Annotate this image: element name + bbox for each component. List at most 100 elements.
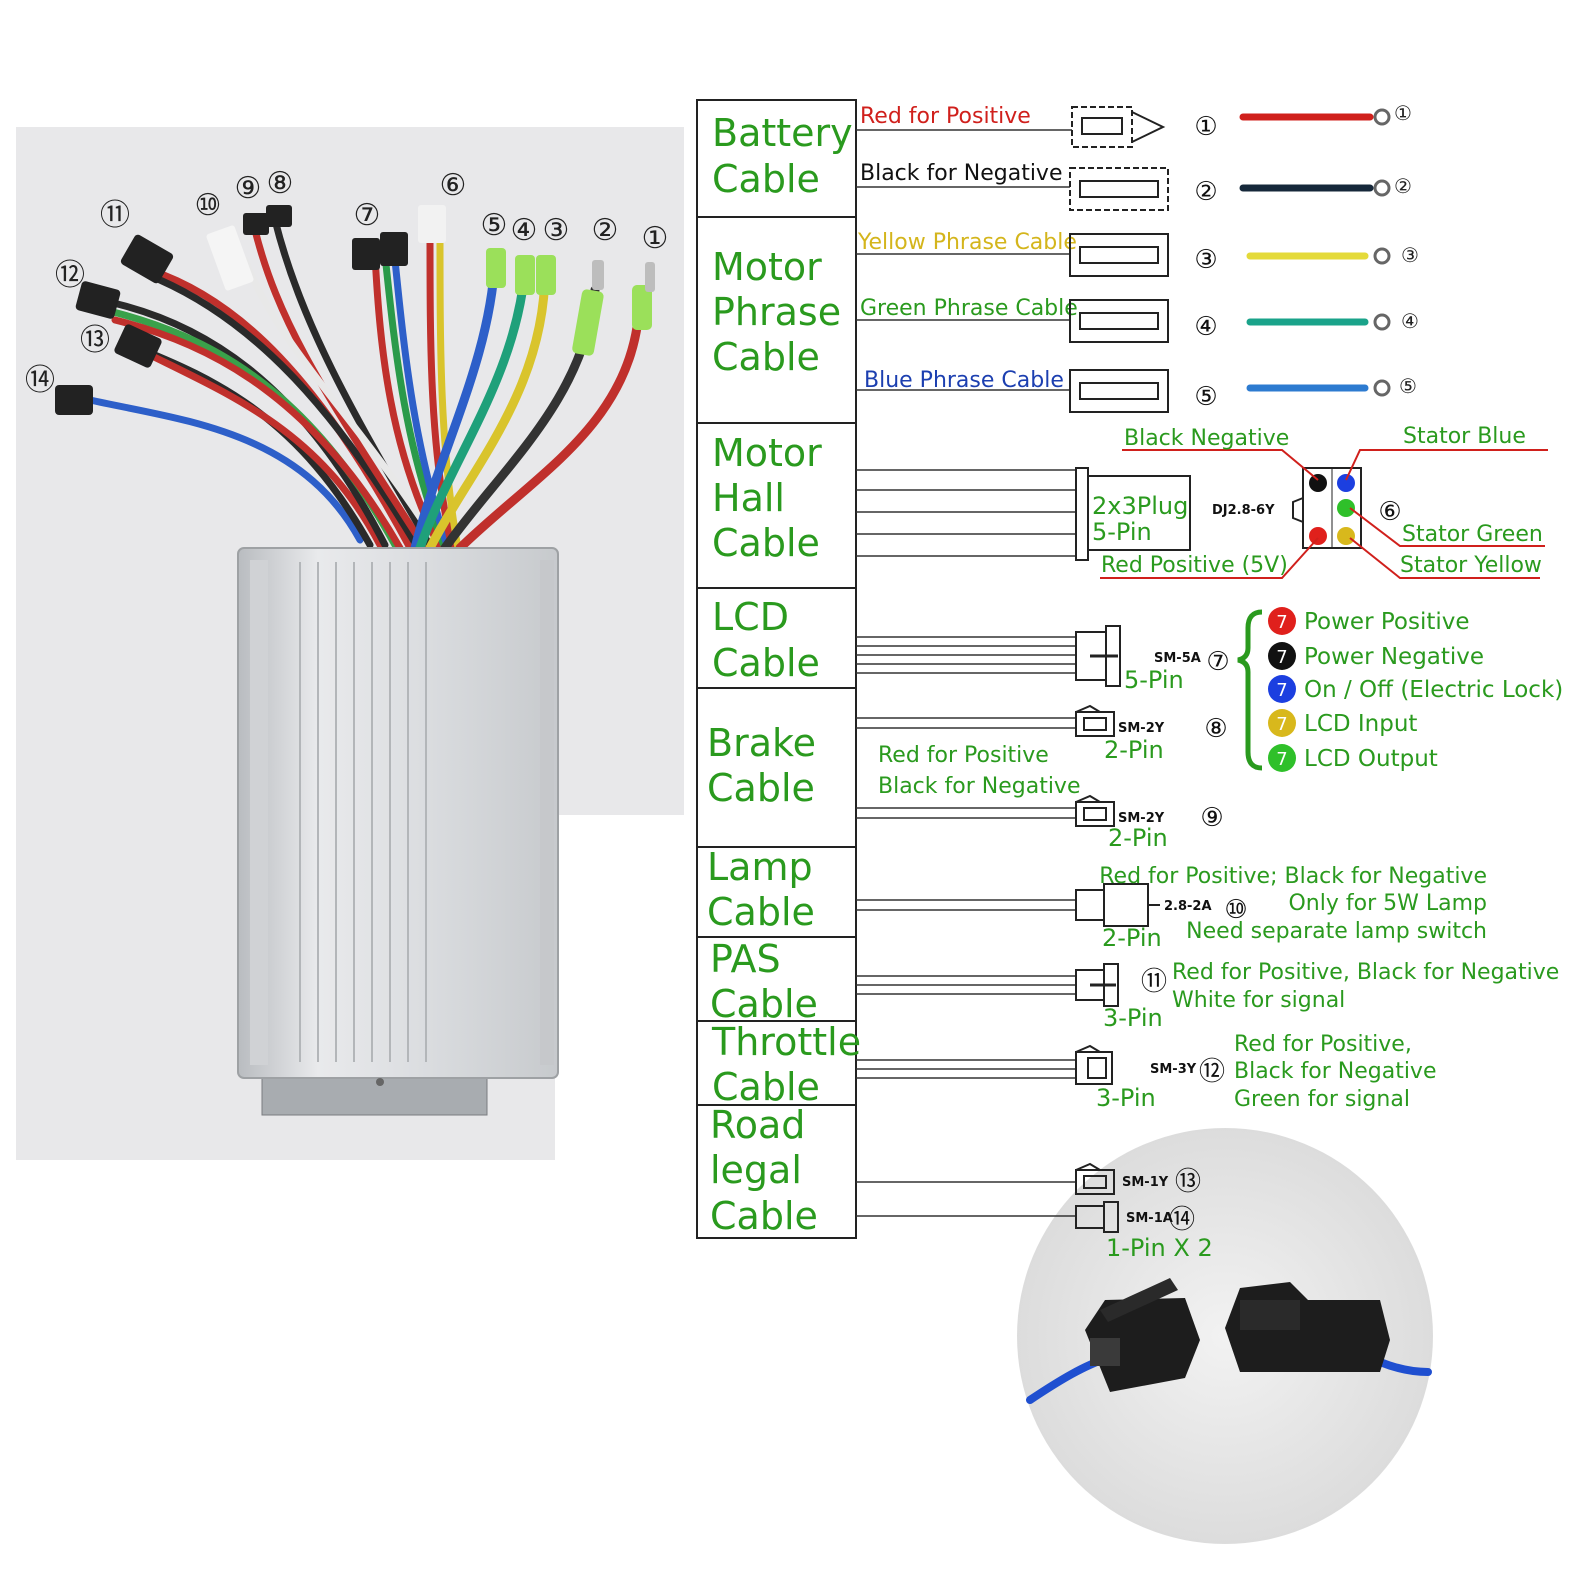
sample-num-1: ① — [1394, 101, 1412, 125]
category-pas-line2: Cable — [710, 982, 818, 1026]
category-brake-line2: Cable — [707, 766, 815, 810]
lcd-part-label: SM-5A — [1154, 651, 1201, 666]
road-section: SM-1Y SM-1A ⑬ ⑭ 1-Pin X 2 — [856, 1128, 1433, 1544]
controller-box — [237, 547, 559, 1116]
category-battery-line1: Battery — [712, 111, 853, 155]
throttle-pins-label: 3-Pin — [1096, 1084, 1156, 1112]
phase-num-4: ④ — [1194, 312, 1217, 342]
hall-pin-black — [1309, 474, 1327, 492]
photo-num-14: ⑭ — [25, 363, 55, 398]
photo-number-labels: ① ② ③ ④ ⑤ ⑥ ⑦ ⑧ ⑨ ⑩ ⑪ ⑫ ⑬ ⑭ — [25, 166, 668, 398]
hall-stator-green-label: Stator Green — [1402, 522, 1543, 547]
category-phase-line1: Motor — [712, 245, 822, 289]
phase-connector-drawings — [1069, 106, 1169, 413]
category-throttle-line2: Cable — [712, 1065, 820, 1109]
lcd-badge-3: 7 — [1276, 680, 1287, 701]
lcd-item-lcd-input: LCD Input — [1304, 711, 1417, 737]
photo-num-1: ① — [642, 221, 669, 256]
pas-note-1: Red for Positive, Black for Negative — [1172, 960, 1559, 985]
category-brake-line1: Brake — [707, 721, 816, 765]
category-pas-line1: PAS — [710, 937, 781, 981]
road-part-label-14: SM-1A — [1126, 1211, 1173, 1226]
pas-section: ⑪ 3-Pin Red for Positive, Black for Nega… — [856, 960, 1559, 1032]
hall-pin-blue — [1337, 474, 1355, 492]
controller-wires — [86, 216, 645, 553]
road-pins-label: 1-Pin X 2 — [1106, 1234, 1213, 1262]
photo-num-9: ⑨ — [235, 171, 262, 206]
phase-yellow-label: Yellow Phrase Cable — [857, 230, 1077, 255]
photo-num-6: ⑥ — [440, 168, 467, 203]
photo-num-4: ④ — [511, 213, 538, 248]
category-battery-line2: Cable — [712, 157, 820, 201]
photo-num-13: ⑬ — [80, 323, 110, 358]
brake-num-8: ⑧ — [1204, 714, 1227, 744]
photo-num-11: ⑪ — [100, 198, 130, 233]
pas-pins-label: 3-Pin — [1103, 1004, 1163, 1032]
throttle-note-3: Green for signal — [1234, 1087, 1410, 1112]
brake-part-label-8: SM-2Y — [1118, 721, 1165, 736]
photo-num-3: ③ — [543, 213, 570, 248]
phase-blue-label: Blue Phrase Cable — [864, 368, 1064, 393]
category-hall-line3: Cable — [712, 521, 820, 565]
category-lamp-line2: Cable — [707, 890, 815, 934]
lamp-section: 2.8-2A ⑩ 2-Pin Red for Positive; Black f… — [856, 864, 1487, 952]
lcd-legend: 7 7 7 7 7 Power Positive Power Negative … — [1268, 607, 1563, 772]
phase-green-label: Green Phrase Cable — [860, 296, 1078, 321]
lcd-item-power-positive: Power Positive — [1304, 609, 1470, 635]
hall-pin-yellow — [1337, 527, 1355, 545]
pas-num-11: ⑪ — [1141, 967, 1167, 997]
throttle-section: SM-3Y ⑫ 3-Pin Red for Positive, Black fo… — [856, 1032, 1437, 1112]
category-road-line2: legal — [710, 1148, 802, 1192]
battery-num-1: ① — [1194, 112, 1217, 142]
hall-black-label: Black Negative — [1124, 426, 1289, 451]
hall-plug-label-2: 5-Pin — [1092, 518, 1152, 546]
photo-num-10: ⑩ — [195, 188, 222, 223]
category-hall-line2: Hall — [712, 476, 785, 520]
lamp-num-10: ⑩ — [1224, 895, 1247, 925]
lamp-part-label: 2.8-2A — [1164, 899, 1212, 914]
lamp-pins-label: 2-Pin — [1102, 924, 1162, 952]
battery-black-label: Black for Negative — [860, 161, 1063, 186]
throttle-note-2: Black for Negative — [1234, 1059, 1437, 1084]
brake-part-label-9: SM-2Y — [1118, 811, 1165, 826]
brake-red-label: Red for Positive — [878, 743, 1049, 768]
lcd-badge-2: 7 — [1276, 647, 1287, 668]
photo-num-12: ⑫ — [55, 258, 85, 293]
brake-pins-label-8: 2-Pin — [1104, 736, 1164, 764]
throttle-part-label: SM-3Y — [1150, 1062, 1197, 1077]
hall-num-6: ⑥ — [1378, 497, 1401, 527]
category-hall-line1: Motor — [712, 431, 822, 475]
battery-red-label: Red for Positive — [860, 104, 1031, 129]
hall-section: 2x3Plug 5-Pin DJ2.8-6Y Black Negative St… — [856, 424, 1548, 579]
battery-num-2: ② — [1194, 177, 1217, 207]
hall-plug-label-1: 2x3Plug — [1092, 492, 1188, 520]
controller-photo: ① ② ③ ④ ⑤ ⑥ ⑦ ⑧ ⑨ ⑩ ⑪ ⑫ ⑬ ⑭ — [16, 127, 685, 1165]
road-connector-photo — [1026, 1278, 1432, 1404]
hall-stator-blue-label: Stator Blue — [1403, 424, 1526, 449]
photo-num-2: ② — [592, 213, 619, 248]
controller-connectors — [55, 205, 655, 415]
hall-red-label: Red Positive (5V) — [1101, 553, 1288, 578]
sample-num-5: ⑤ — [1399, 374, 1417, 398]
hall-pin-red — [1309, 527, 1327, 545]
sample-num-3: ③ — [1401, 243, 1419, 267]
category-lamp-line1: Lamp — [707, 845, 813, 889]
category-column: Battery Cable Motor Phrase Cable Motor H… — [696, 99, 861, 1239]
road-num-13: ⑬ — [1175, 1167, 1201, 1197]
category-road-line1: Road — [710, 1103, 805, 1147]
lamp-note-1: Red for Positive; Black for Negative — [1099, 864, 1487, 889]
photo-num-7: ⑦ — [354, 198, 381, 233]
lcd-item-lcd-output: LCD Output — [1304, 746, 1438, 772]
lcd-badge-1: 7 — [1276, 612, 1287, 633]
hall-stator-yellow-label: Stator Yellow — [1400, 553, 1542, 578]
lcd-pins-label: 5-Pin — [1124, 666, 1184, 694]
hall-pin-green — [1337, 499, 1355, 517]
phase-num-3: ③ — [1194, 245, 1217, 275]
photo-num-5: ⑤ — [481, 208, 508, 243]
brake-section: SM-2Y SM-2Y 2-Pin 2-Pin Red for Positive… — [856, 704, 1228, 852]
lcd-badge-4: 7 — [1276, 714, 1287, 735]
lamp-note-3: Need separate lamp switch — [1186, 919, 1487, 944]
lcd-badge-5: 7 — [1276, 749, 1287, 770]
category-throttle-line1: Throttle — [711, 1020, 861, 1064]
